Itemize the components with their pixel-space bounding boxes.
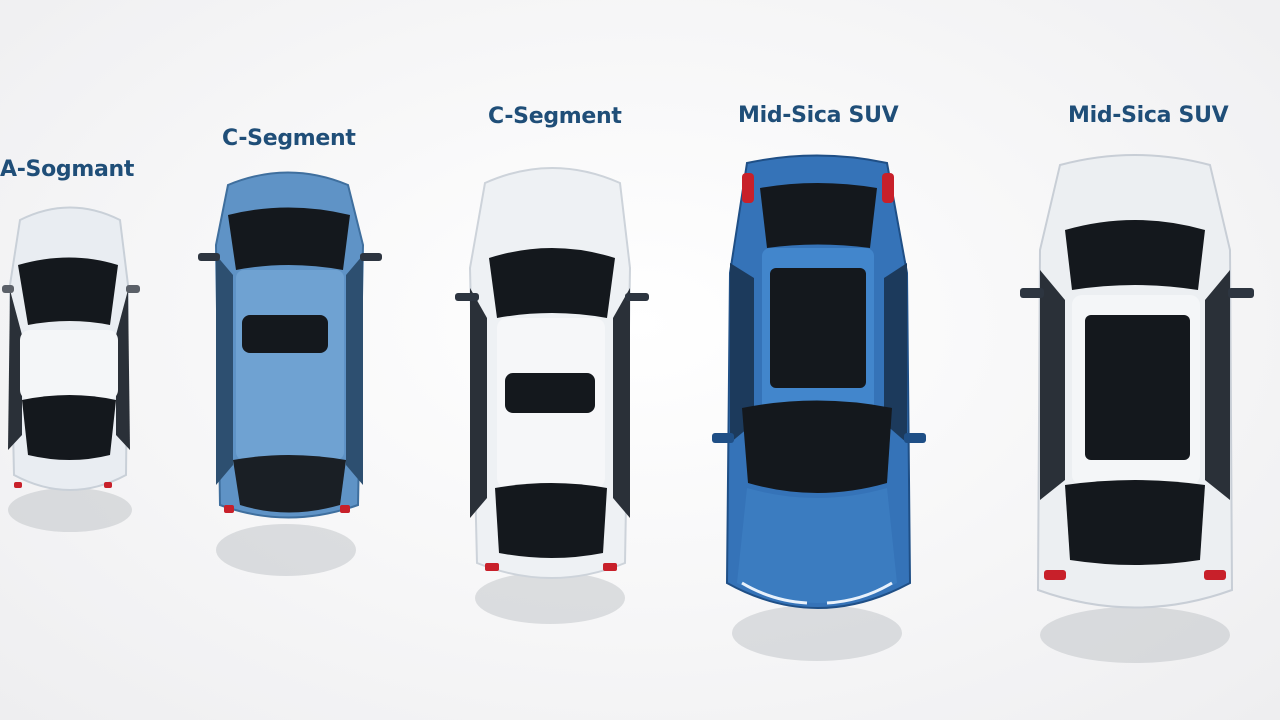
car-suv-white <box>1020 154 1254 663</box>
car-a-segment <box>2 206 140 532</box>
segment-label-a: A-Sogmant <box>0 157 135 182</box>
car-suv-blue <box>712 154 926 661</box>
segment-label-suv-blue: Mid-Sica SUV <box>738 103 899 128</box>
segment-label-c-sedan: C-Segment <box>488 104 622 129</box>
segment-label-c-hatch: C-Segment <box>222 126 356 151</box>
segment-label-suv-white: Mid-Sica SUV <box>1068 103 1229 128</box>
car-c-segment-sedan <box>455 167 649 624</box>
car-c-segment-blue <box>198 171 382 576</box>
